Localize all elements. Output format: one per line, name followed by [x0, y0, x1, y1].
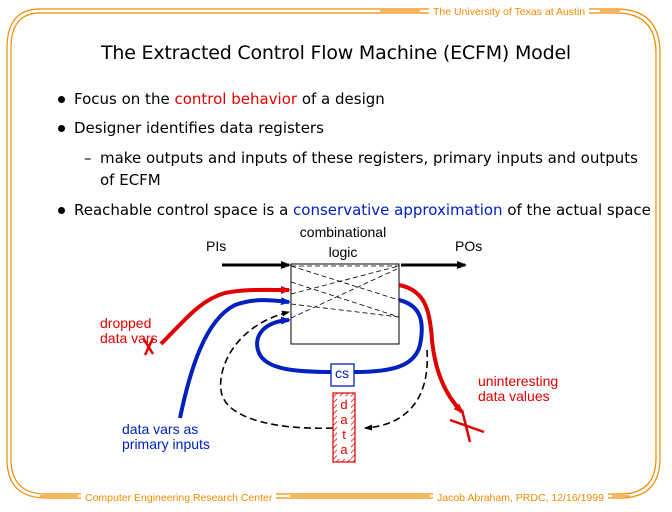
label-combinational: combinational	[299, 224, 387, 240]
highlight-conservative-approximation: conservative approximation	[293, 201, 503, 219]
bullet-designer: Designer identifies data registers	[74, 119, 324, 137]
sub-bullet-dash: –	[84, 149, 92, 167]
dropped-x-mark	[141, 337, 155, 356]
uninteresting-x-mark	[449, 409, 485, 443]
label-cs: cs	[335, 365, 349, 381]
dropped-data-path	[159, 285, 291, 346]
bullet-text: Reachable control space is a	[74, 201, 294, 219]
data-feedback-path	[364, 349, 429, 431]
label-data-vars-as-primary-inputs: data vars as primary inputs	[122, 421, 210, 452]
label-dropped-data-vars: dropped data vars	[100, 315, 158, 346]
bullet-dot	[58, 207, 65, 214]
bullet-reachable: Reachable control space is a conservativ…	[74, 199, 651, 221]
cs-box	[330, 363, 355, 387]
combinational-logic-box	[290, 263, 400, 345]
bullet-dot	[58, 125, 65, 132]
bullet-text: of a design	[297, 90, 385, 108]
uninteresting-path	[398, 283, 464, 414]
sub-bullet-registers: make outputs and inputs of these registe…	[100, 149, 638, 189]
bullet-text: of the actual space	[502, 201, 651, 219]
bullet-dot	[58, 96, 65, 103]
header-affiliation: The University of Texas at Austin	[429, 6, 590, 18]
data-letter: a	[340, 442, 348, 457]
data-letter: a	[340, 412, 348, 427]
data-letter: d	[340, 397, 348, 412]
bullet-focus: Focus on the control behavior of a desig…	[74, 88, 385, 110]
highlight-control-behavior: control behavior	[174, 90, 298, 108]
data-to-inputs-path	[219, 310, 334, 430]
bullet-text: Focus on the	[74, 90, 175, 108]
internal-connections	[290, 265, 400, 319]
label-logic: logic	[328, 244, 358, 260]
data-register-inner	[337, 396, 351, 459]
label-pis: PIs	[206, 238, 227, 254]
datavars-pi-path	[178, 297, 291, 419]
label-uninteresting-data-values: uninteresting data values	[478, 373, 559, 404]
label-pos: POs	[455, 238, 483, 254]
data-letter: t	[342, 427, 346, 442]
footer-author-date: Jacob Abraham, PRDC, 12/16/1999	[433, 492, 608, 504]
footer-organization: Computer Engineering Research Center	[81, 492, 277, 504]
slide-title: The Extracted Control Flow Machine (ECFM…	[100, 42, 572, 64]
